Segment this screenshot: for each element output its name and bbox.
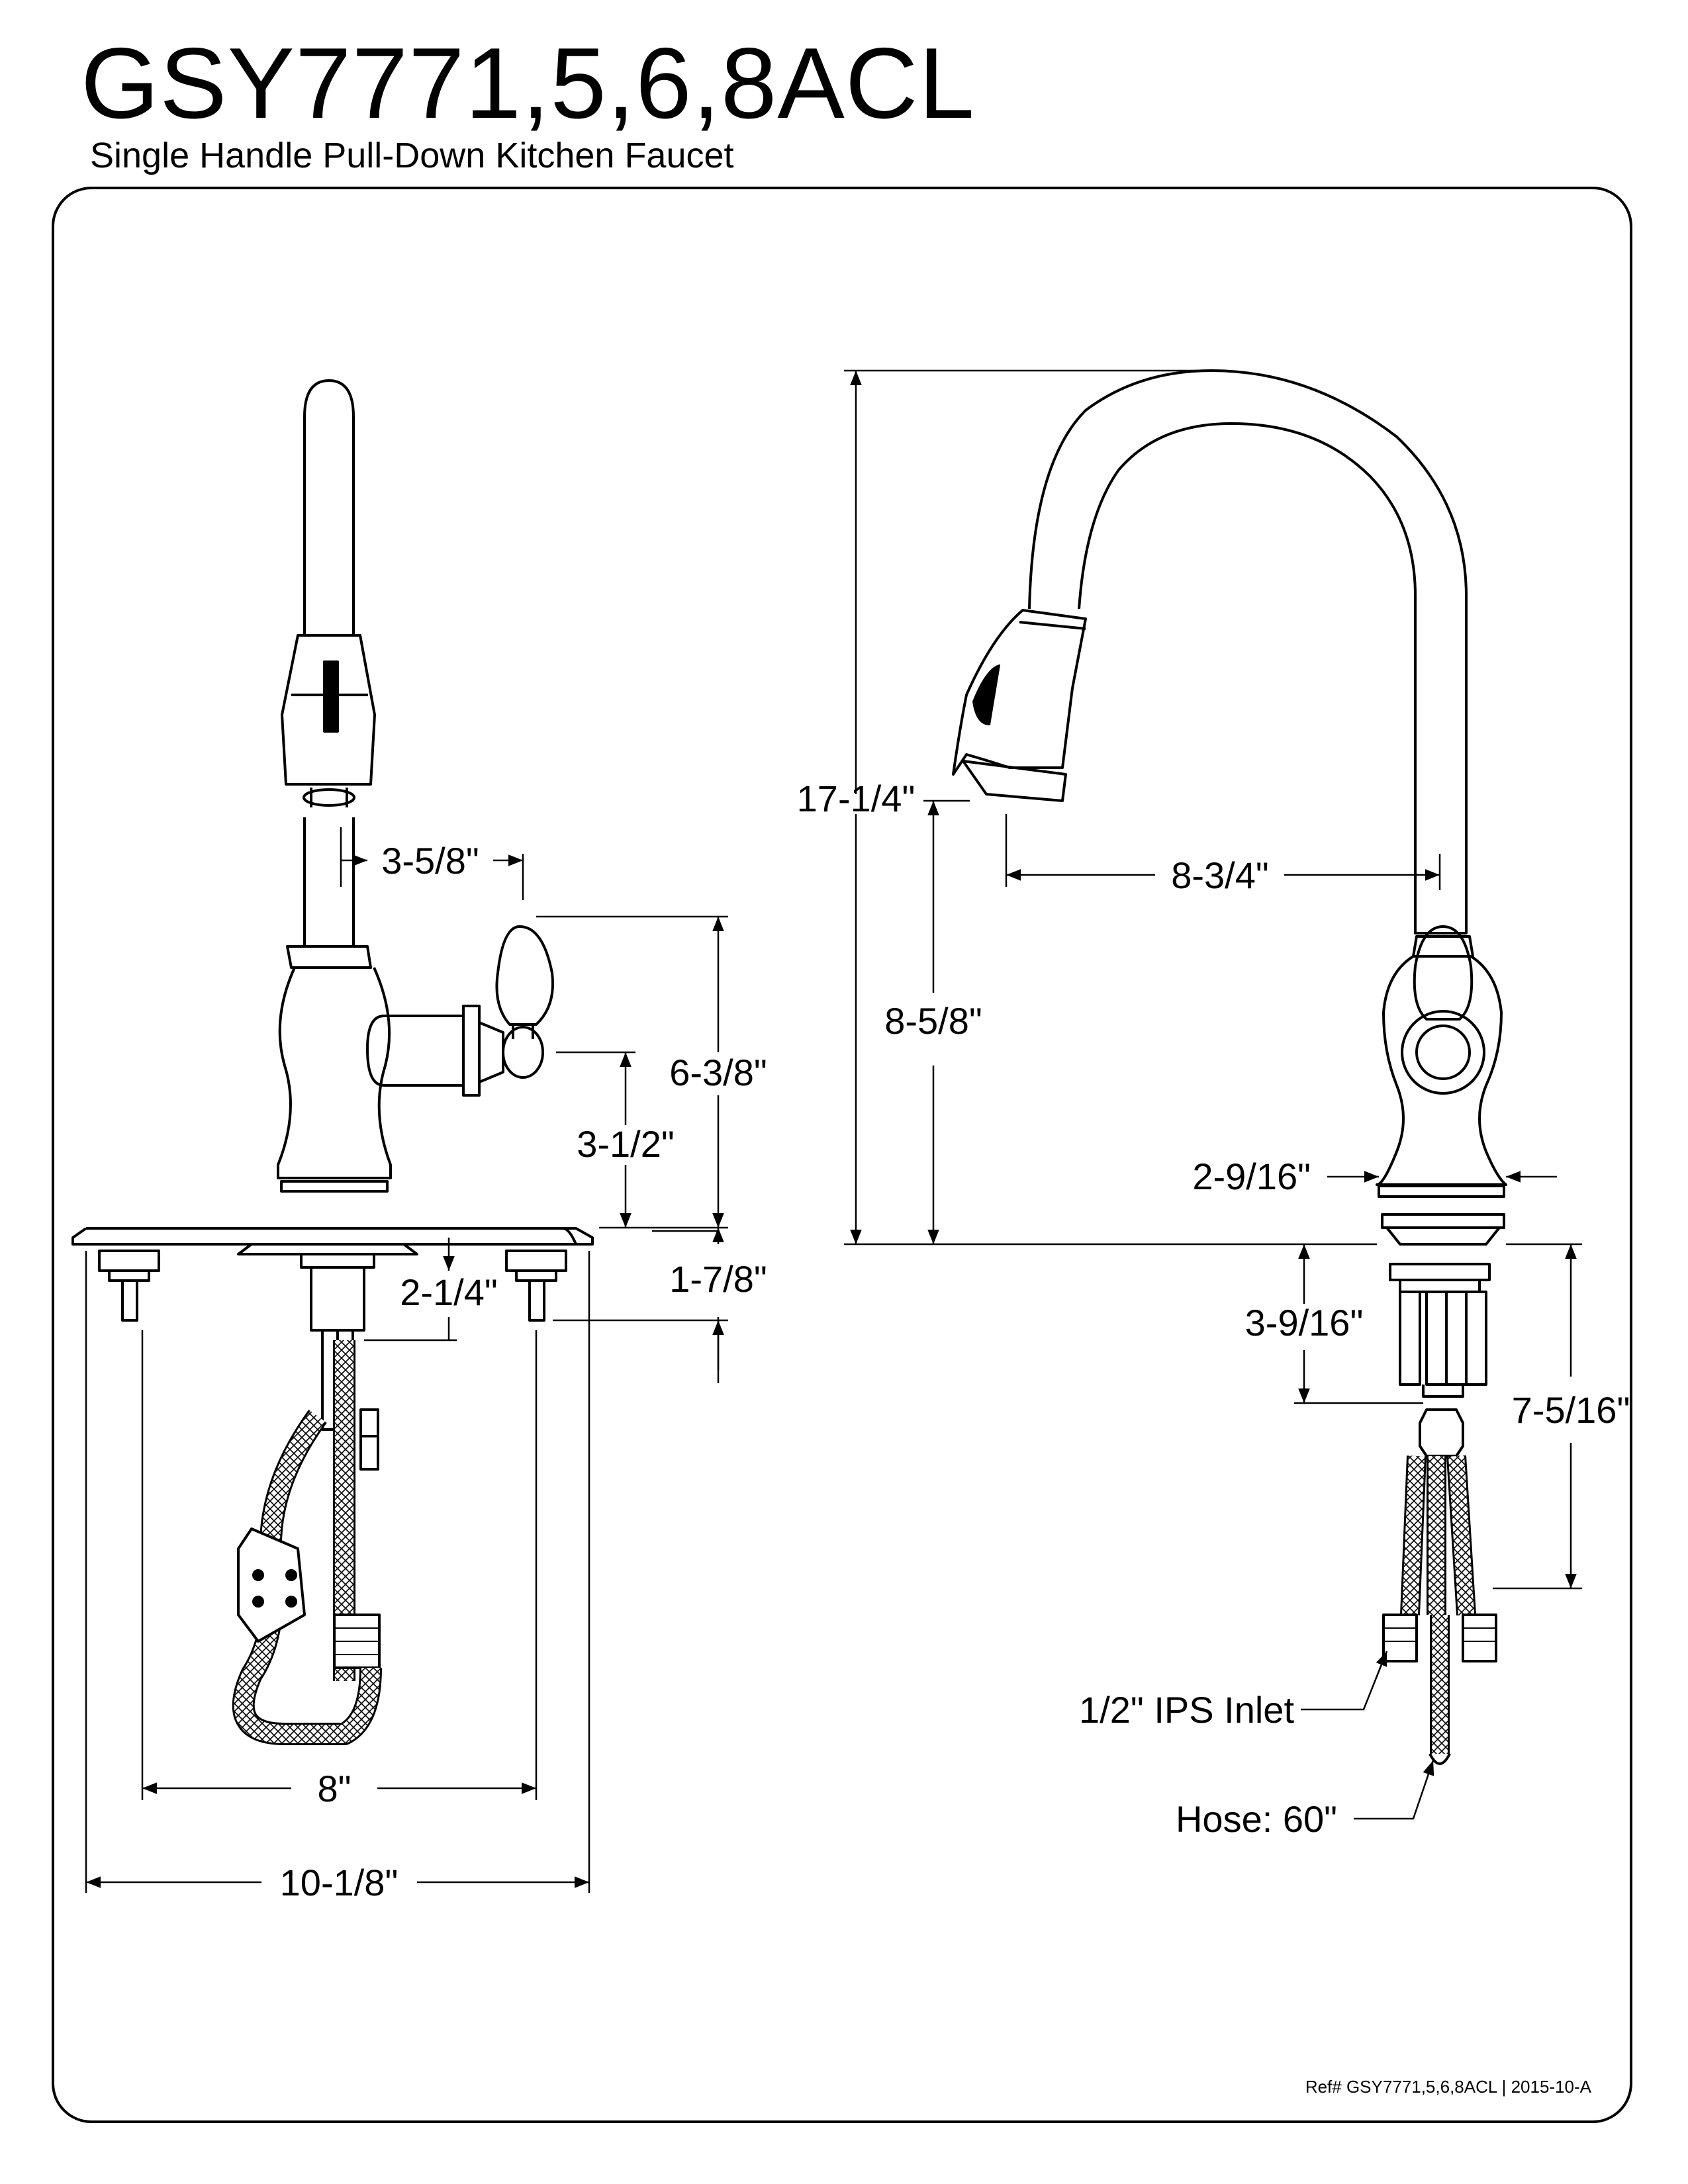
- side-gooseneck-spout: [1028, 369, 1468, 934]
- front-dimension-lines: [85, 827, 728, 1893]
- front-faucet-body: [286, 945, 372, 969]
- reference-number: Ref# GSY7771,5,6,8ACL | 2015-10-A: [1305, 2077, 1591, 2097]
- callout-hose: Hose: 60": [1176, 1798, 1337, 1840]
- side-inlet-fitting: [1382, 1614, 1418, 1662]
- front-hose-weight: [237, 1527, 306, 1643]
- dim-supply-length: 7-5/16": [1512, 1389, 1630, 1431]
- side-spray-head: [952, 609, 1087, 776]
- callout-inlet: 1/2" IPS Inlet: [1079, 1689, 1294, 1731]
- dim-mount-shank: 3-9/16": [1245, 1302, 1364, 1343]
- front-deck-plate: [71, 1227, 594, 1246]
- front-lever-handle: [495, 925, 554, 1026]
- side-view: [952, 369, 1507, 1765]
- side-lever-handle: [1413, 925, 1474, 1021]
- dim-deck-plate-width: 10-1/8": [280, 1862, 399, 1903]
- front-handle-cartridge: [366, 1015, 465, 1087]
- front-spray-head: [281, 634, 376, 786]
- side-dimension-lines: [844, 369, 1582, 1820]
- dim-spout-reach: 8-3/4": [1171, 854, 1269, 896]
- dim-hole-spread: 8": [317, 1768, 351, 1809]
- dim-overall-height: 17-1/4": [797, 778, 915, 819]
- front-spout-wand: [303, 379, 355, 635]
- page-title: GSY7771,5,6,8ACL: [81, 27, 976, 140]
- drawing-frame: [52, 187, 1632, 2123]
- dim-spout-to-handle: 3-5/8": [381, 840, 479, 882]
- dim-shank-below-deck: 2-1/4": [400, 1271, 498, 1313]
- front-view: [71, 379, 594, 1745]
- page-subtitle: Single Handle Pull-Down Kitchen Faucet: [90, 136, 734, 175]
- dim-handle-height: 6-3/8": [669, 1052, 767, 1093]
- dim-spout-clearance: 8-5/8": [884, 1000, 982, 1042]
- dim-deck-stud-length: 1-7/8": [669, 1258, 767, 1300]
- dim-base-diameter: 2-9/16": [1192, 1156, 1311, 1197]
- dim-handle-center-height: 3-1/2": [577, 1123, 675, 1165]
